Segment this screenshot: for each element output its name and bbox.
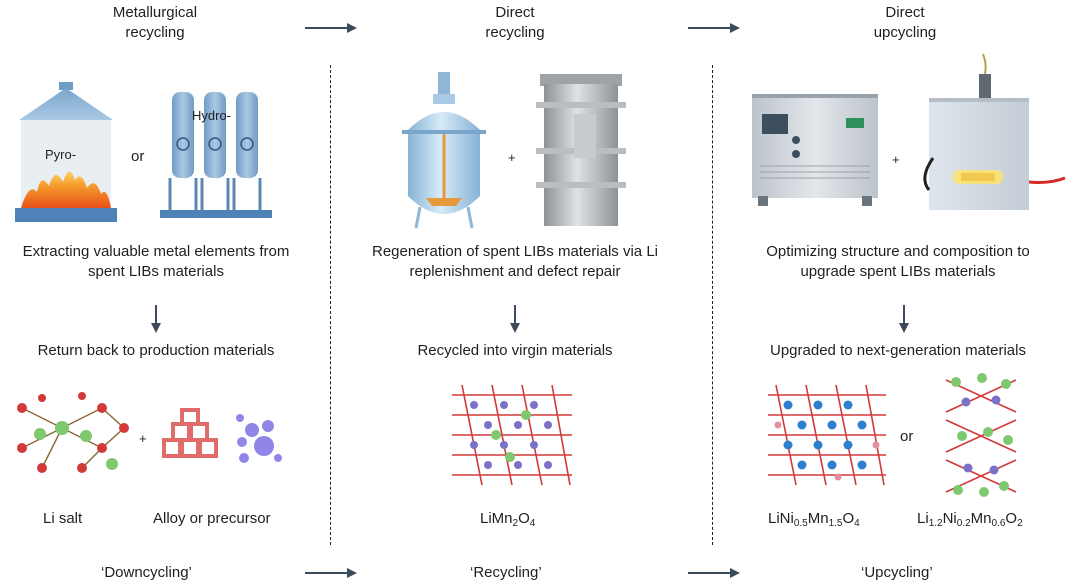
formula-part: LiNi: [768, 510, 794, 527]
formula-sub: 0.2: [956, 518, 971, 529]
precursor-bubbles-icon: [236, 414, 282, 463]
arrow-down-icon: [510, 305, 520, 333]
title-direct-upcycling: Direct upcycling: [810, 3, 1000, 43]
formula-part: Mn: [970, 510, 992, 527]
formula-sub: 0.6: [991, 518, 1006, 529]
formula-sub: 4: [854, 518, 860, 529]
arrow-right-icon: [688, 568, 740, 578]
formula-lini05mn15o4: LiNi0.5Mn1.5O4: [768, 510, 860, 529]
desc-line: Optimizing structure and composition to: [766, 243, 1030, 260]
product-label: Alloy or precursor: [153, 510, 271, 527]
pyro-furnace-icon: [15, 82, 117, 222]
formula-part: Li: [917, 510, 929, 527]
arrow-down-icon: [151, 305, 161, 333]
formula-sub: 2: [512, 518, 519, 529]
desc-line: Extracting valuable metal elements from: [22, 243, 290, 260]
desc-line: upgrade spent LIBs materials: [800, 263, 996, 280]
or-label: or: [131, 148, 145, 165]
formula-part: O: [518, 510, 530, 527]
title-line: Direct: [495, 4, 535, 21]
reactor-vessel-icon: [402, 72, 486, 229]
bottom-label-upcycling: ‘Upcycling’: [861, 564, 933, 581]
arrow-right-icon: [305, 23, 357, 33]
column-divider: [330, 65, 331, 545]
plus-sign: +: [508, 150, 516, 165]
title-line: upcycling: [873, 24, 937, 41]
desc-direct-recycling: Regeneration of spent LIBs materials via…: [345, 242, 685, 282]
li-rich-layered-structure-icon: [945, 373, 1017, 497]
tube-furnace-icon: [752, 94, 878, 206]
alloy-bricks-icon: [162, 408, 218, 458]
photoreactor-icon: [923, 53, 1066, 210]
formula-sub: 0.5: [793, 518, 808, 529]
or-label: or: [900, 428, 914, 445]
limn2o4-structure-icon: [452, 384, 572, 486]
title-line: recycling: [485, 24, 545, 41]
formula-sub: 1.2: [928, 518, 943, 529]
step-metallurgical: Return back to production materials: [37, 342, 275, 359]
formula-part: Ni: [942, 510, 957, 527]
title-line: Direct: [885, 4, 925, 21]
formula-sub: 4: [529, 518, 536, 529]
column-divider: [712, 65, 713, 545]
title-metallurgical: Metallurgical recycling: [60, 3, 250, 43]
step-direct-recycling: Recycled into virgin materials: [417, 342, 613, 359]
pyro-label: Pyro-: [45, 147, 77, 162]
desc-line: replenishment and defect repair: [409, 263, 621, 280]
desc-direct-upcycling: Optimizing structure and composition to …: [730, 242, 1066, 282]
lini-mn-o4-structure-icon: [768, 384, 886, 486]
title-line: recycling: [125, 24, 185, 41]
plus-sign: +: [139, 431, 147, 446]
formula-part: Mn: [807, 510, 829, 527]
hydro-tanks-icon: [160, 92, 272, 218]
title-line: Metallurgical: [112, 4, 198, 21]
formula-limn2o4: LiMn2O4: [480, 510, 536, 529]
arrow-right-icon: [688, 23, 740, 33]
plus-sign: +: [892, 152, 900, 167]
title-direct-recycling: Direct recycling: [420, 3, 610, 43]
formula-li12ni02mn06o2: Li1.2Ni0.2Mn0.6O2: [917, 510, 1023, 529]
bottom-label-recycling: ‘Recycling’: [470, 564, 542, 581]
li-salt-structure-icon: [17, 392, 129, 473]
desc-line: Regeneration of spent LIBs materials via…: [372, 243, 658, 260]
bottom-label-downcycling: ‘Downcycling’: [101, 564, 192, 581]
arrow-down-icon: [899, 305, 909, 333]
formula-part: LiMn: [480, 510, 513, 527]
formula-part: O: [1005, 510, 1018, 527]
desc-line: spent LIBs materials: [88, 263, 224, 280]
formula-sub: 1.5: [828, 518, 843, 529]
step-direct-upcycling: Upgraded to next-generation materials: [770, 342, 1026, 359]
desc-metallurgical: Extracting valuable metal elements from …: [0, 242, 312, 282]
product-label: Li salt: [43, 510, 83, 527]
arrow-right-icon: [305, 568, 357, 578]
column-reactor-icon: [536, 74, 626, 226]
hydro-label: Hydro-: [192, 108, 232, 123]
formula-sub: 2: [1017, 518, 1023, 529]
formula-part: O: [842, 510, 855, 527]
